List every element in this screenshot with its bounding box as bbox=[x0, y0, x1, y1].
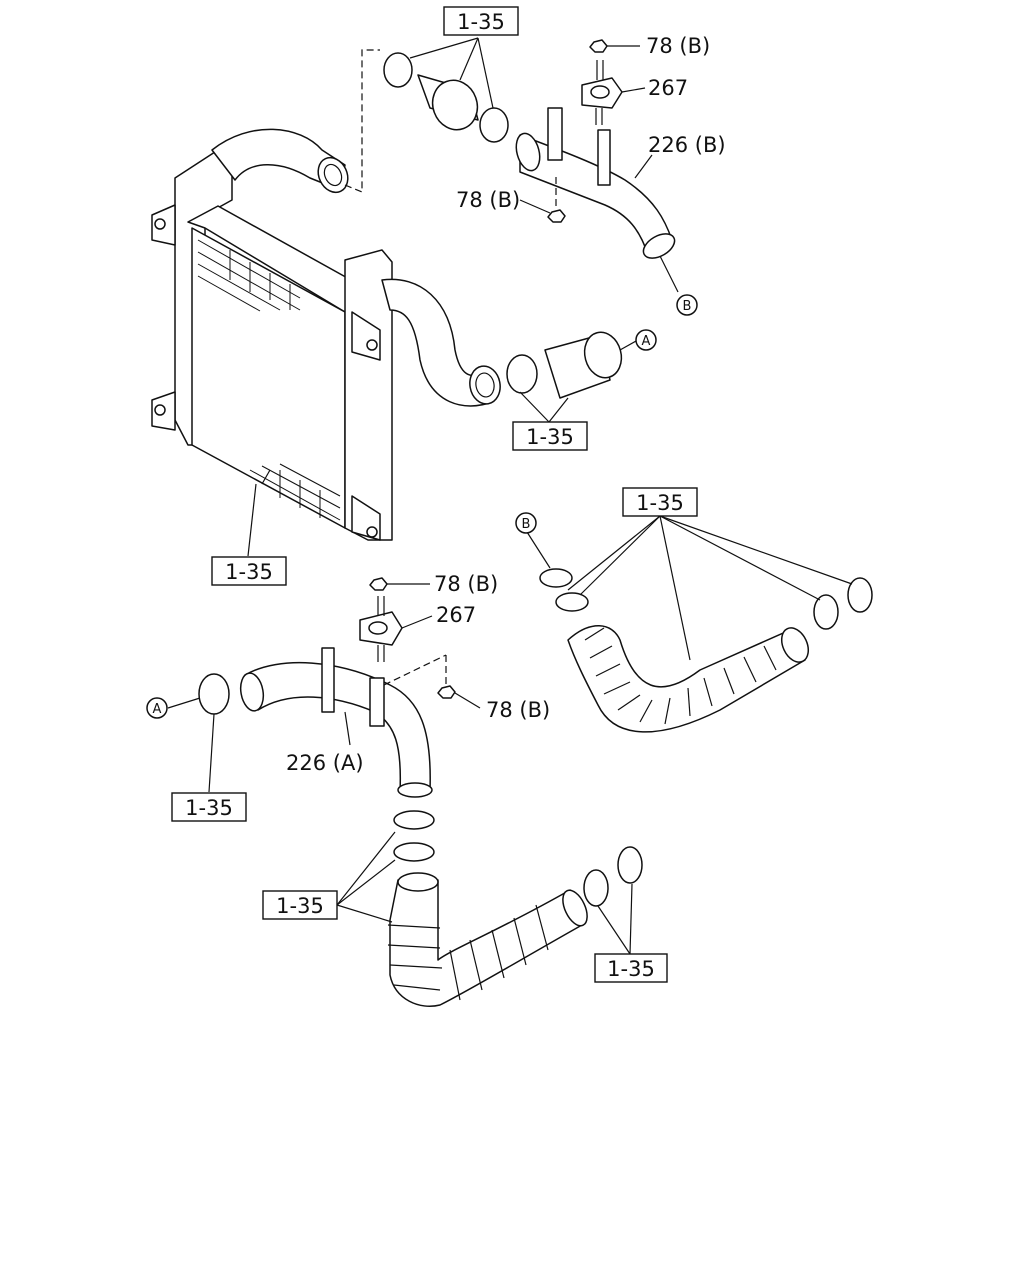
hose-clamp-icon bbox=[479, 107, 509, 143]
nut-icon bbox=[369, 577, 388, 591]
intercooler bbox=[151, 49, 501, 541]
callout-267-top: 267 bbox=[648, 76, 688, 100]
nut-icon bbox=[589, 39, 608, 53]
ref-box-lower-left: 1-35 bbox=[262, 890, 338, 920]
ref-box-right-hose: 1-35 bbox=[622, 487, 698, 517]
pipe-226a-assembly bbox=[167, 577, 481, 798]
marker-b-pipe-end: B bbox=[676, 294, 698, 316]
hose-clamp-icon bbox=[617, 846, 643, 884]
svg-text:1-35: 1-35 bbox=[636, 491, 684, 515]
mid-hose-assembly bbox=[506, 331, 637, 423]
svg-text:1-35: 1-35 bbox=[185, 796, 233, 820]
svg-text:1-35: 1-35 bbox=[526, 425, 574, 449]
marker-a-pipe-226a: A bbox=[146, 697, 168, 719]
ref-box-clamp-a: 1-35 bbox=[171, 792, 247, 822]
ref-box-lower-right: 1-35 bbox=[594, 953, 668, 983]
hose-clamp-icon bbox=[583, 869, 609, 907]
svg-text:1-35: 1-35 bbox=[276, 894, 324, 918]
marker-a-mid-hose: A bbox=[635, 329, 657, 351]
marker-b-right-hose: B bbox=[515, 512, 537, 534]
svg-text:B: B bbox=[683, 299, 692, 314]
corrugated-hose-lower bbox=[247, 469, 643, 1007]
svg-text:A: A bbox=[153, 702, 162, 717]
hose-clamp-icon bbox=[506, 354, 538, 394]
hose-clamp-icon bbox=[383, 52, 413, 88]
top-hose-assembly bbox=[383, 37, 509, 143]
pipe-226b-assembly bbox=[515, 39, 679, 293]
hose-clamp-icon bbox=[198, 673, 230, 715]
callout-226a: 226 (A) bbox=[286, 751, 364, 775]
svg-text:B: B bbox=[522, 517, 531, 532]
svg-text:1-35: 1-35 bbox=[225, 560, 273, 584]
ref-box-core: 1-35 bbox=[211, 556, 287, 586]
callout-226b: 226 (B) bbox=[648, 133, 726, 157]
callout-78b-bracket: 78 (B) bbox=[486, 698, 550, 722]
corrugated-hose-right bbox=[526, 515, 873, 733]
hose-clamp-icon bbox=[847, 577, 873, 613]
svg-text:A: A bbox=[642, 334, 651, 349]
ref-box-mid: 1-35 bbox=[512, 421, 588, 451]
svg-text:1-35: 1-35 bbox=[607, 957, 655, 981]
hose-clamp-icon bbox=[393, 810, 435, 830]
nut-icon bbox=[547, 209, 566, 223]
hose-clamp-icon bbox=[555, 592, 589, 612]
hose-clamp-icon bbox=[393, 842, 435, 862]
callout-78b-lower: 78 (B) bbox=[434, 572, 498, 596]
hose-clamp-icon bbox=[813, 594, 839, 630]
callout-78b-mid: 78 (B) bbox=[456, 188, 520, 212]
svg-text:1-35: 1-35 bbox=[457, 10, 505, 34]
nut-icon bbox=[437, 685, 456, 699]
hose-clamp-icon bbox=[539, 568, 573, 588]
callout-78b-top: 78 (B) bbox=[646, 34, 710, 58]
callout-267-lower: 267 bbox=[436, 603, 476, 627]
ref-box-top: 1-35 bbox=[443, 6, 519, 36]
